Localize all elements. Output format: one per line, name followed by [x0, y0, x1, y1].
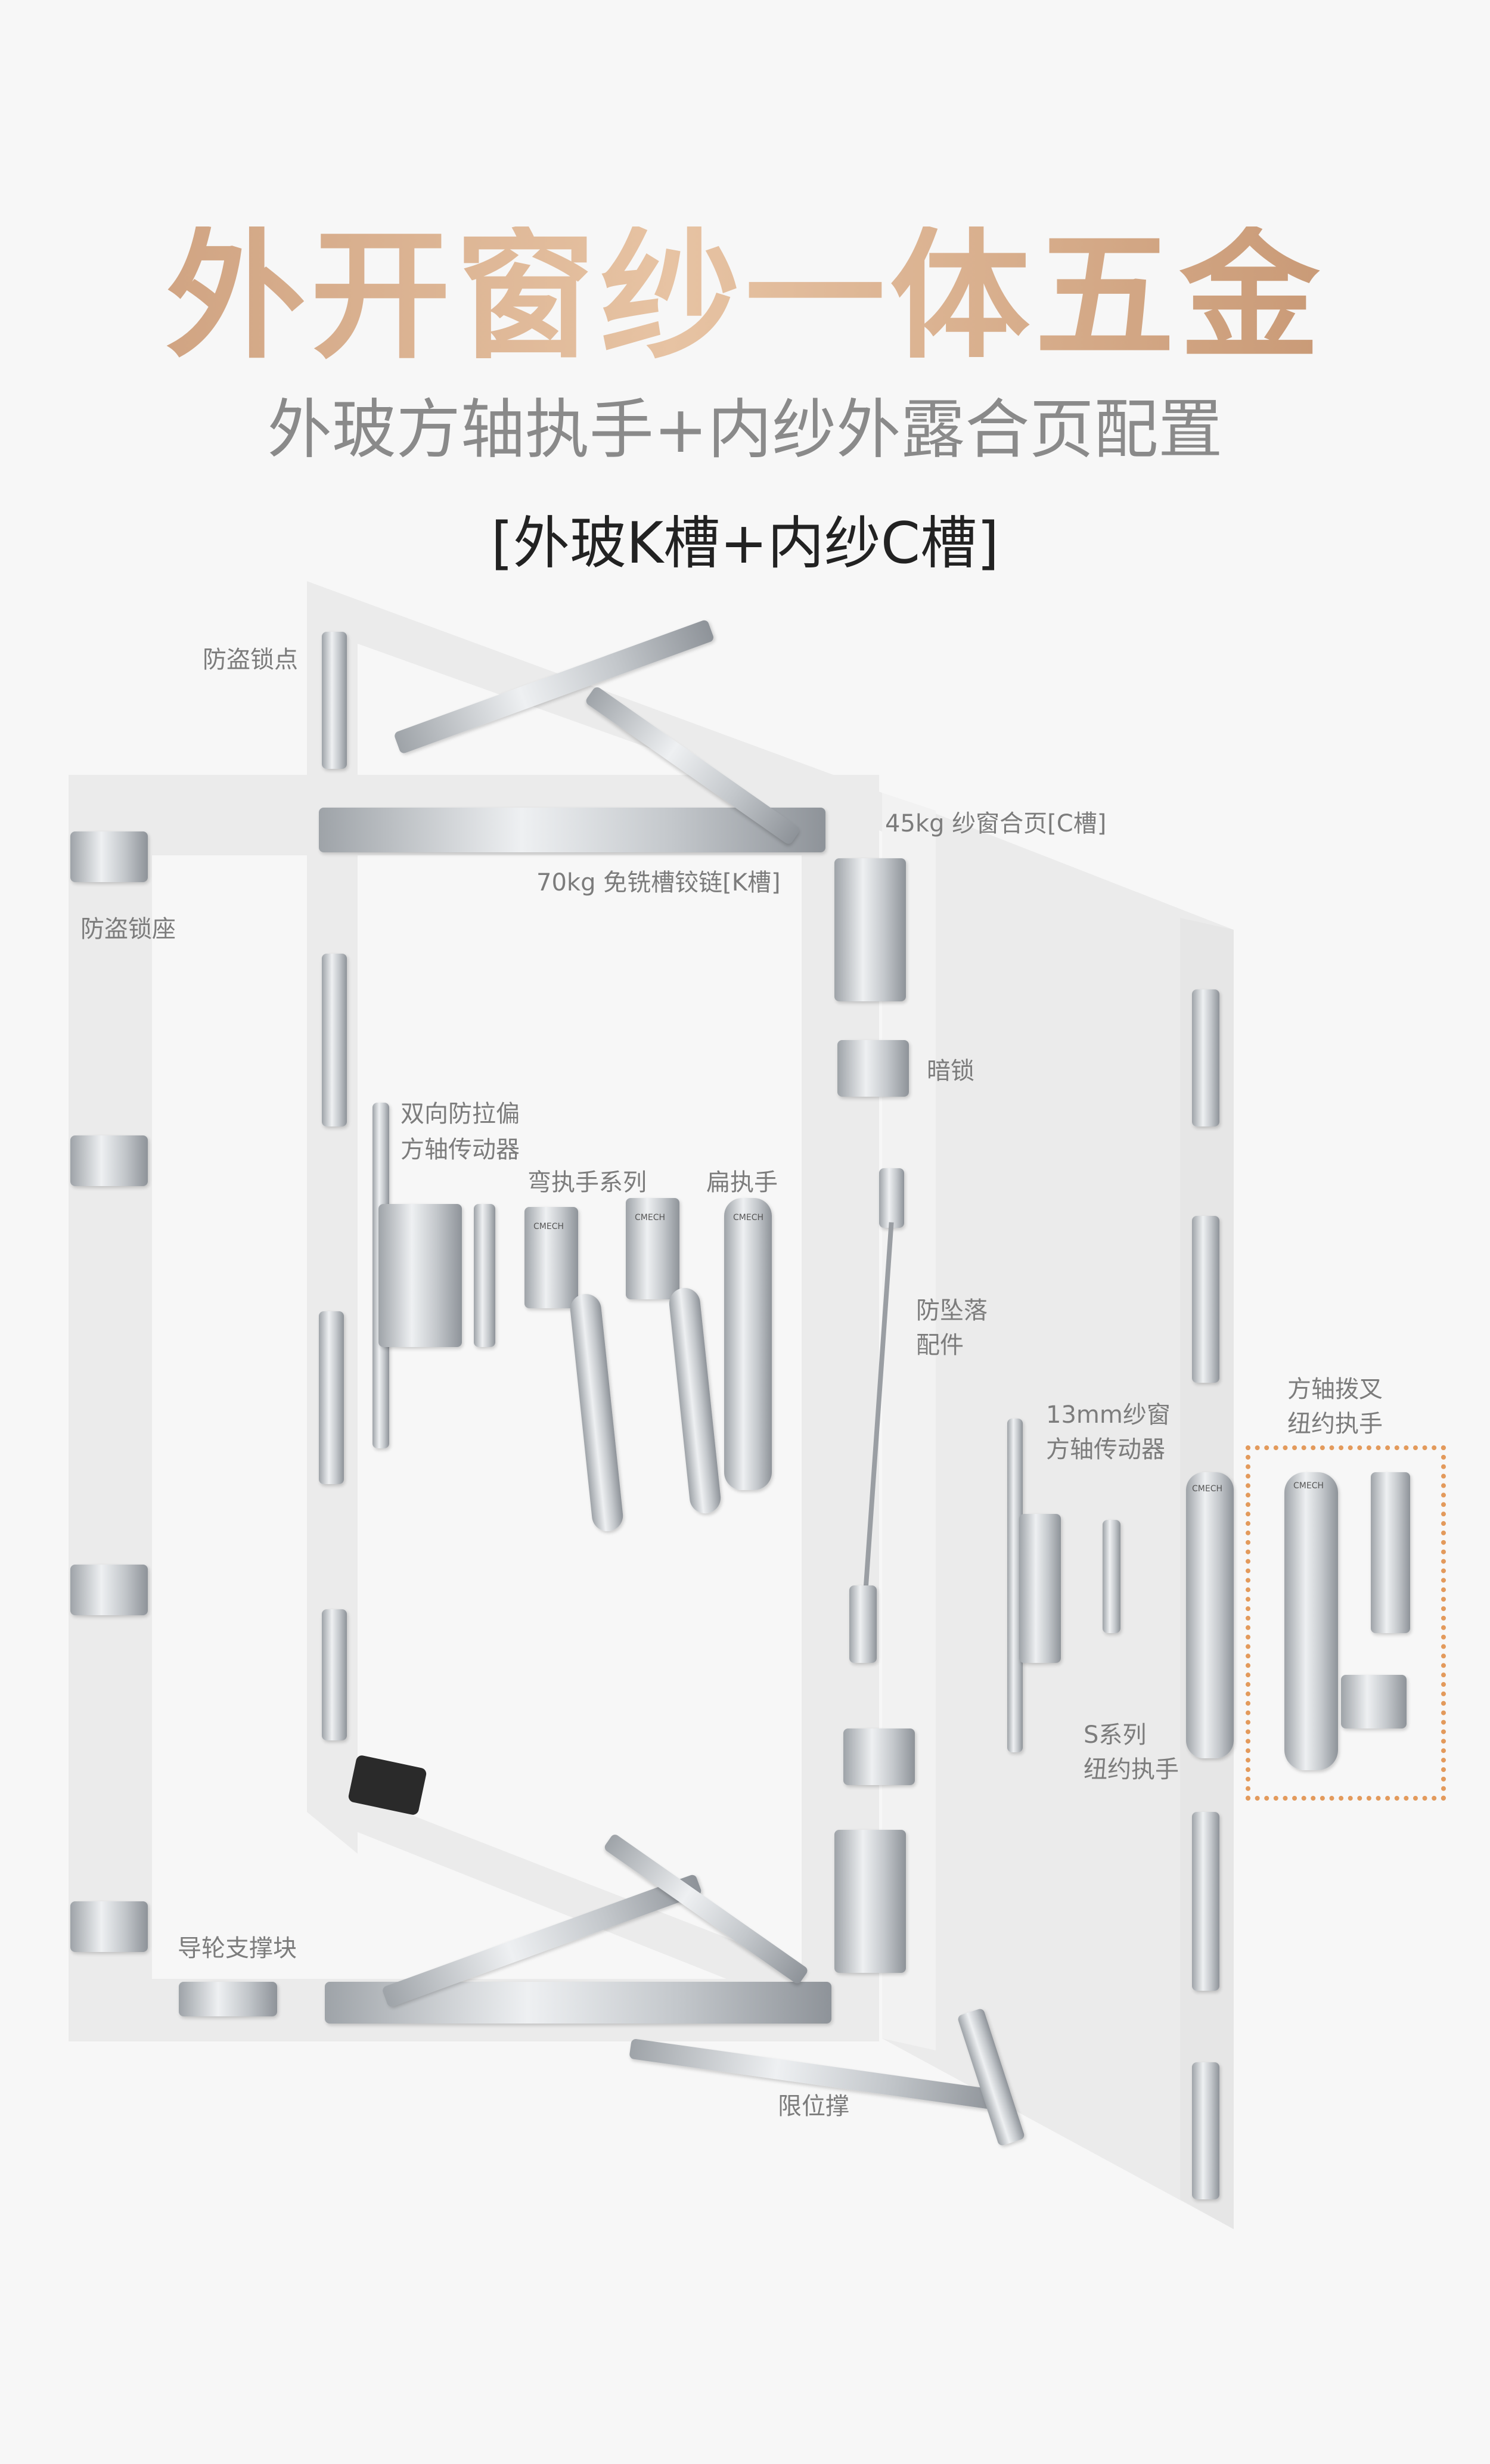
- lock-point: [322, 954, 347, 1127]
- label-anti-fall-line1: 防坠落: [916, 1297, 988, 1324]
- curved-handle-rose: [626, 1198, 679, 1299]
- top-friction-hinge: [319, 808, 825, 852]
- gear-box: [378, 1204, 462, 1347]
- label-screen-hinge-45kg: 45kg 纱窗合页[C槽]: [885, 810, 1107, 837]
- curved-handle-rose: [524, 1207, 578, 1308]
- screen-lock-point: [1192, 2062, 1219, 2199]
- label-hidden-lock: 暗锁: [927, 1057, 974, 1085]
- screen-spindle: [1103, 1520, 1120, 1633]
- label-s-series-line1: S系列: [1084, 1721, 1147, 1749]
- hidden-lock: [837, 1040, 909, 1097]
- brand-mark: CMECH: [1293, 1481, 1324, 1491]
- flat-handle: [724, 1198, 772, 1490]
- label-hinge-70kg: 70kg 免铣槽铰链[K槽]: [536, 869, 781, 896]
- label-fork-line1: 方轴拨叉: [1287, 1376, 1383, 1403]
- screen-lock-point: [1192, 1812, 1219, 1991]
- label-flat-handle: 扁执手: [706, 1169, 778, 1196]
- label-screen-gear-line1: 13mm纱窗: [1046, 1401, 1171, 1429]
- lock-seat: [70, 1135, 148, 1186]
- label-limit-stay: 限位撑: [778, 2093, 849, 2120]
- label-fork-line2: 纽约执手: [1287, 1410, 1383, 1438]
- brand-mark: CMECH: [733, 1213, 764, 1222]
- label-anti-theft-seat: 防盗锁座: [80, 916, 176, 943]
- spec-label: [外玻K槽+内纱C槽]: [491, 511, 999, 576]
- anti-fall-clip: [879, 1168, 904, 1228]
- fork-spindle: [1371, 1472, 1410, 1633]
- brand-mark: CMECH: [533, 1222, 564, 1231]
- hidden-lock: [843, 1728, 915, 1785]
- brand-mark: CMECH: [1192, 1484, 1223, 1494]
- screen-lock-point: [1192, 989, 1219, 1127]
- anti-fall-clip: [849, 1585, 877, 1663]
- screen-lock-point: [1192, 1216, 1219, 1383]
- lock-point: [322, 1609, 347, 1740]
- screen-hinge: [834, 858, 906, 1001]
- lock-point: [319, 1311, 344, 1484]
- fork-handle-highlight: [1246, 1445, 1446, 1801]
- lock-seat: [70, 831, 148, 882]
- lock-seat: [70, 1901, 148, 1952]
- label-anti-theft-point: 防盗锁点: [203, 646, 298, 674]
- fork-handle: [1284, 1472, 1338, 1770]
- screen-gear-box: [1019, 1514, 1061, 1663]
- label-gear-line1: 双向防拉偏: [401, 1100, 520, 1128]
- lock-point: [322, 632, 347, 769]
- square-spindle: [474, 1204, 495, 1347]
- label-s-series-line2: 纽约执手: [1084, 1756, 1179, 1783]
- label-anti-fall-line2: 配件: [916, 1332, 964, 1359]
- guide-block: [179, 1982, 277, 2016]
- screen-hinge: [834, 1830, 906, 1973]
- s-series-handle: [1186, 1472, 1234, 1758]
- label-guide-block: 导轮支撑块: [178, 1935, 297, 1962]
- brand-mark: CMECH: [635, 1213, 666, 1222]
- label-curved-handle: 弯执手系列: [527, 1169, 647, 1196]
- label-screen-gear-line2: 方轴传动器: [1046, 1436, 1165, 1463]
- label-gear-line2: 方轴传动器: [401, 1136, 520, 1163]
- page-subtitle: 外玻方轴执手+内纱外露合页配置: [267, 393, 1223, 467]
- fork-part: [1341, 1675, 1407, 1728]
- page-title: 外开窗纱一体五金: [0, 226, 1490, 367]
- lock-seat: [70, 1565, 148, 1615]
